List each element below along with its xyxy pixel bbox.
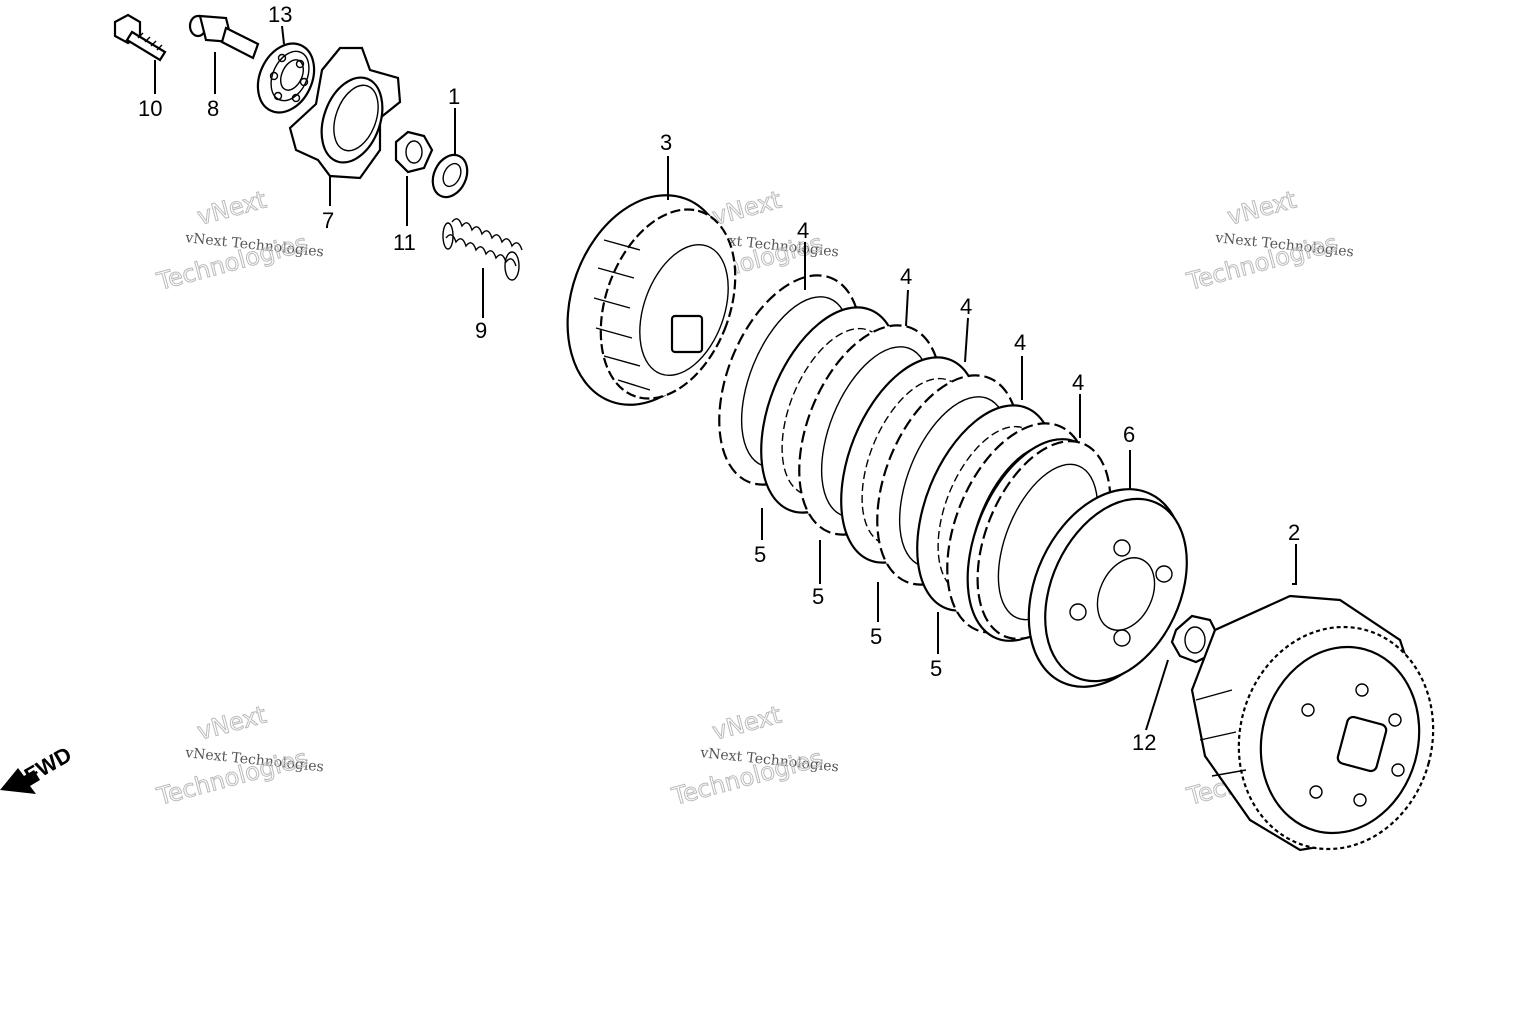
part-bearing-13 (256, 42, 316, 114)
callout-4e: 4 (1072, 370, 1084, 395)
fwd-label: FWD (20, 742, 76, 789)
callout-5a: 5 (754, 542, 766, 567)
callout-8: 8 (207, 96, 219, 121)
plate-stack (718, 274, 1112, 642)
part-clutch-outer-2 (1190, 594, 1435, 852)
svg-text:vNext: vNext (194, 701, 269, 746)
callout-5c: 5 (870, 624, 882, 649)
part-clutch-center-3 (566, 194, 737, 406)
callout-2: 2 (1288, 520, 1300, 545)
fwd-arrow: FWD (0, 742, 76, 794)
callout-5d: 5 (930, 656, 942, 681)
part-washer-1 (431, 153, 469, 199)
part-lifter-plate-7 (288, 46, 402, 180)
callout-9: 9 (475, 318, 487, 343)
callout-12: 12 (1132, 730, 1156, 755)
svg-text:vNext: vNext (194, 186, 269, 231)
watermark-bottom-left: vNext vNext Technologies Technologies (153, 700, 325, 811)
callout-6: 6 (1123, 422, 1135, 447)
part-spring-9 (442, 218, 523, 281)
callout-4b: 4 (900, 264, 912, 289)
part-nut-11 (394, 130, 434, 174)
callout-13: 13 (268, 2, 292, 27)
callout-labels: 10 8 13 1 7 11 9 3 4 4 4 4 4 5 5 5 5 6 1… (138, 2, 1300, 755)
svg-text:vNext: vNext (709, 701, 784, 746)
callout-5b: 5 (812, 584, 824, 609)
callout-11: 11 (393, 230, 416, 255)
callout-1: 1 (448, 84, 460, 109)
part-pin-8 (188, 14, 260, 60)
callout-4c: 4 (960, 294, 972, 319)
watermark-top-right: vNext vNext Technologies Technologies (1183, 185, 1355, 296)
callout-7: 7 (322, 208, 334, 233)
part-pressure-plate-6 (1027, 488, 1188, 688)
callout-4a: 4 (797, 218, 809, 243)
leader-lines (154, 25, 1297, 731)
callout-4d: 4 (1014, 330, 1026, 355)
callout-10: 10 (138, 96, 162, 121)
watermark-bottom-center: vNext vNext Technologies Technologies (668, 700, 840, 811)
svg-text:vNext: vNext (1224, 186, 1299, 231)
part-bolt-10 (113, 13, 167, 62)
callout-3: 3 (660, 130, 672, 155)
svg-text:vNext: vNext (709, 186, 784, 231)
arrow-left-icon (0, 768, 40, 794)
watermark-top-left: vNext vNext Technologies Technologies (153, 185, 325, 296)
